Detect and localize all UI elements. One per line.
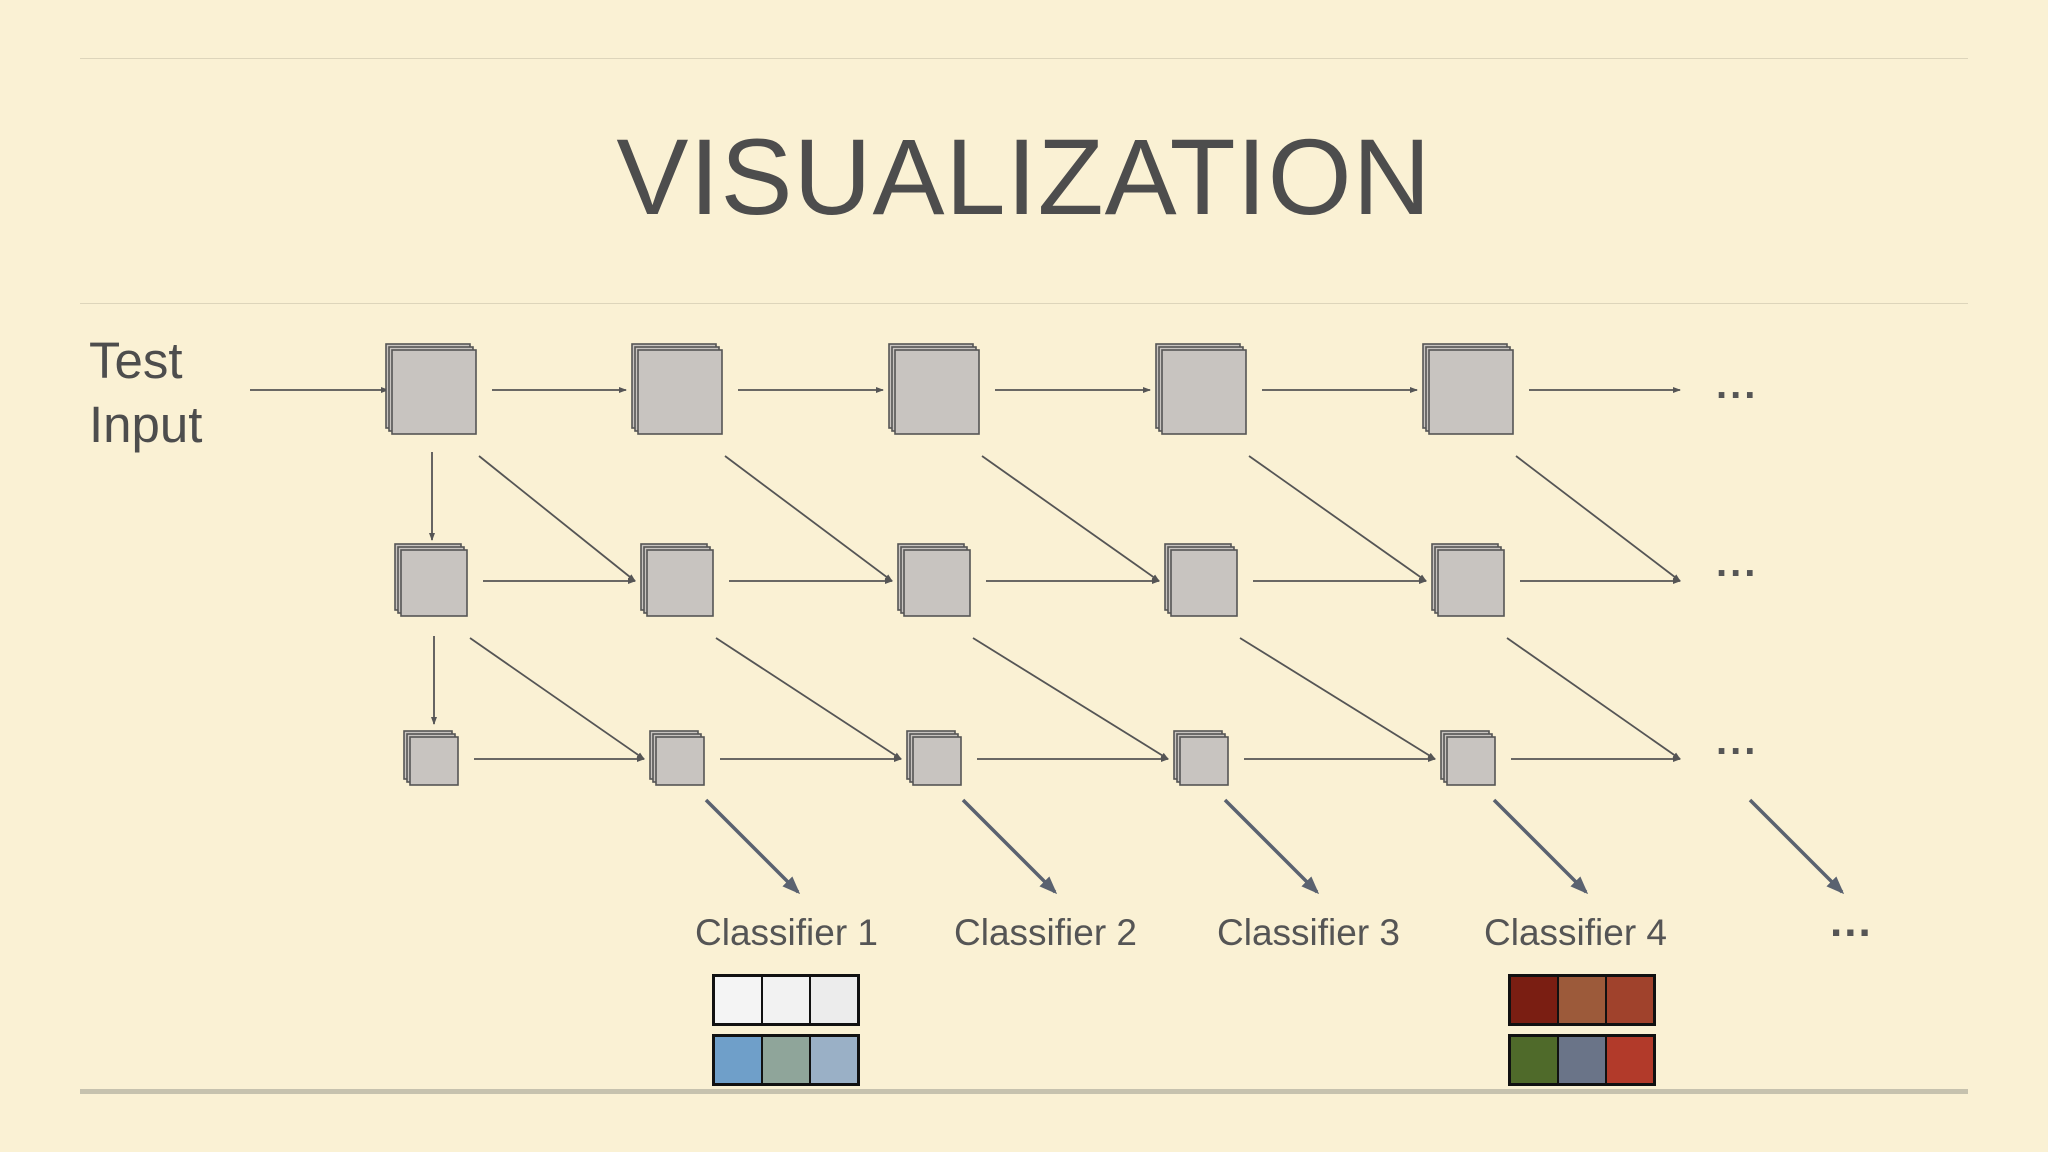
feature-block-r1-c5 — [1422, 343, 1514, 435]
feature-block-r3-c3 — [906, 730, 962, 786]
diagonal-arrow — [981, 455, 1160, 582]
classifier-4-images-top — [1508, 974, 1656, 1026]
test-input-label-line1: Test — [89, 332, 183, 389]
classifier-ellipsis: ... — [1830, 897, 1873, 946]
classifier-4-label: Classifier 4 — [1484, 912, 1667, 953]
feature-block-r3-c4 — [1173, 730, 1229, 786]
feature-block-r2-c1 — [394, 543, 468, 617]
feature-block-r1-c1 — [385, 343, 477, 435]
diagonal-arrow — [478, 455, 636, 582]
diagonal-arrow — [724, 455, 893, 582]
thumbnail-image — [811, 977, 857, 1023]
row-ellipsis-3: ... — [1716, 719, 1758, 763]
diagonal-arrow — [1248, 455, 1427, 582]
classifier-1-label: Classifier 1 — [695, 912, 878, 953]
classifier-arrow-4 — [1492, 798, 1589, 895]
row-ellipses: ... ... ... — [1716, 363, 1758, 763]
classifier-4-images-bottom — [1508, 1034, 1656, 1086]
thumbnail-image — [763, 977, 811, 1023]
thumbnail-image — [715, 977, 763, 1023]
feature-block-r3-c5 — [1440, 730, 1496, 786]
row-ellipsis-2: ... — [1716, 541, 1758, 585]
thumbnail-image — [715, 1037, 763, 1083]
row-ellipsis-1: ... — [1716, 363, 1758, 407]
classifier-arrow-2 — [961, 798, 1058, 895]
slide-title: VISUALIZATION — [616, 116, 1432, 237]
feature-block-r2-c5 — [1431, 543, 1505, 617]
diagonal-arrow — [715, 637, 902, 760]
diagonal-arrow — [972, 637, 1169, 760]
thumbnail-image — [811, 1037, 857, 1083]
test-input-label-line2: Input — [89, 396, 203, 453]
diagonal-arrow — [469, 637, 645, 760]
thumbnail-image — [1559, 1037, 1607, 1083]
feature-block-r2-c2 — [640, 543, 714, 617]
feature-block-r1-c2 — [631, 343, 723, 435]
classifier-arrows — [704, 798, 1845, 895]
diagonal-arrow — [1515, 455, 1681, 582]
thumbnail-image — [1511, 977, 1559, 1023]
bottom-divider — [80, 1089, 1968, 1094]
classifier-arrow-1 — [704, 798, 801, 895]
thumbnail-image — [1559, 977, 1607, 1023]
classifier-1-images-top — [712, 974, 860, 1026]
feature-block-r2-c3 — [897, 543, 971, 617]
classifier-2-label: Classifier 2 — [954, 912, 1137, 953]
classifier-1-images-bottom — [712, 1034, 860, 1086]
connection-arrows — [250, 387, 1681, 762]
thumbnail-image — [1607, 977, 1653, 1023]
diagonal-arrow — [1506, 637, 1681, 760]
thumbnail-image — [1511, 1037, 1559, 1083]
title-divider — [80, 303, 1968, 304]
feature-block-r1-c4 — [1155, 343, 1247, 435]
feature-map-blocks — [385, 343, 1514, 786]
top-divider — [80, 58, 1968, 59]
thumbnail-image — [763, 1037, 811, 1083]
classifier-3-label: Classifier 3 — [1217, 912, 1400, 953]
diagonal-arrow — [1239, 637, 1436, 760]
classifier-arrow-5 — [1748, 798, 1845, 895]
feature-block-r1-c3 — [888, 343, 980, 435]
feature-block-r2-c4 — [1164, 543, 1238, 617]
classifier-arrow-3 — [1223, 798, 1320, 895]
feature-block-r3-c1 — [403, 730, 459, 786]
thumbnail-image — [1607, 1037, 1653, 1083]
feature-block-r3-c2 — [649, 730, 705, 786]
